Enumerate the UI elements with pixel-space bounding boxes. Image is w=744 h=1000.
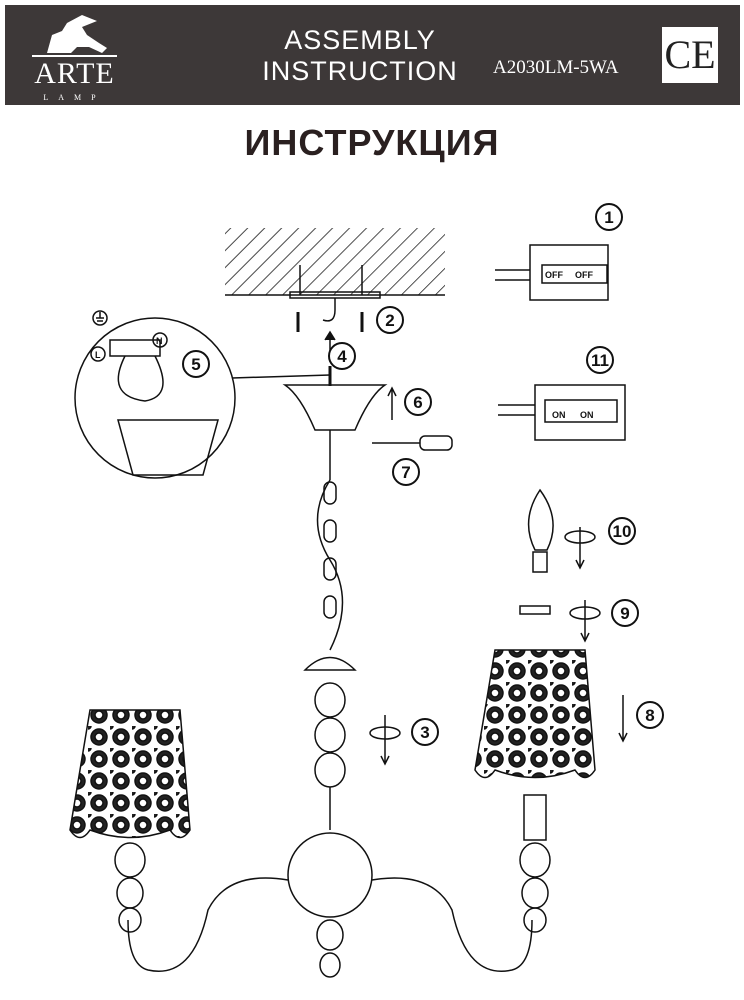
step-number: 6 — [413, 393, 422, 412]
step-10-marker: 10 — [608, 517, 636, 545]
step-number: 3 — [420, 723, 429, 742]
step-4-marker: 4 — [328, 342, 356, 370]
wire-label-n: N — [152, 332, 168, 348]
terminal-block-off — [495, 244, 609, 301]
screwdriver-icon — [372, 435, 453, 451]
canopy — [282, 330, 388, 431]
step-number: 8 — [645, 706, 654, 725]
brand-sub: LAMP — [43, 93, 106, 102]
switch-off-label: OFF — [545, 270, 563, 280]
step-number: 5 — [191, 355, 200, 374]
switch-on-label: ON — [580, 410, 594, 420]
step-number: 10 — [613, 522, 632, 541]
ground-icon — [92, 310, 108, 326]
bulb — [527, 488, 554, 573]
model-number: A2030LM-5WA — [493, 57, 619, 78]
mounting-bracket — [289, 265, 381, 332]
title-line2: INSTRUCTION — [262, 56, 458, 86]
brand-name: ARTE — [34, 57, 115, 90]
step-number: 7 — [401, 463, 410, 482]
ce-mark: CE — [662, 27, 718, 83]
step-8-marker: 8 — [636, 701, 664, 729]
step-number: 4 — [337, 347, 347, 366]
shade-ring — [519, 605, 551, 615]
page-title: ИНСТРУКЦИЯ — [244, 122, 500, 163]
step-5-marker: 5 — [182, 350, 210, 378]
step-2-marker: 2 — [376, 306, 404, 334]
title-line1: ASSEMBLY — [284, 25, 436, 55]
arte-lamp-logo: ARTE LAMP — [27, 13, 122, 102]
switch-off-label: OFF — [575, 270, 593, 280]
ceiling — [225, 228, 445, 296]
chain — [316, 430, 344, 651]
step-9-marker: 9 — [611, 599, 639, 627]
live-label: L — [95, 350, 101, 360]
wire-label-l: L — [90, 346, 106, 362]
step-number: 9 — [620, 604, 629, 623]
step-number: 2 — [385, 311, 394, 330]
terminal-block-on — [498, 384, 626, 441]
rotate-arrows — [369, 386, 628, 766]
switch-on-label: ON — [552, 410, 566, 420]
winged-lion-icon — [32, 15, 117, 57]
lamp-body — [114, 656, 551, 978]
lampshade-left — [69, 709, 191, 839]
step-number: 1 — [604, 208, 613, 227]
wiring-detail — [74, 317, 331, 479]
step-number: 11 — [591, 351, 609, 370]
step-7-marker: 7 — [392, 458, 420, 486]
step-6-marker: 6 — [404, 388, 432, 416]
step-11-marker: 11 — [586, 346, 614, 374]
lampshade-right — [474, 649, 596, 779]
step-1-marker: 1 — [595, 203, 623, 231]
neutral-label: N — [156, 336, 163, 346]
step-3-marker: 3 — [411, 718, 439, 746]
